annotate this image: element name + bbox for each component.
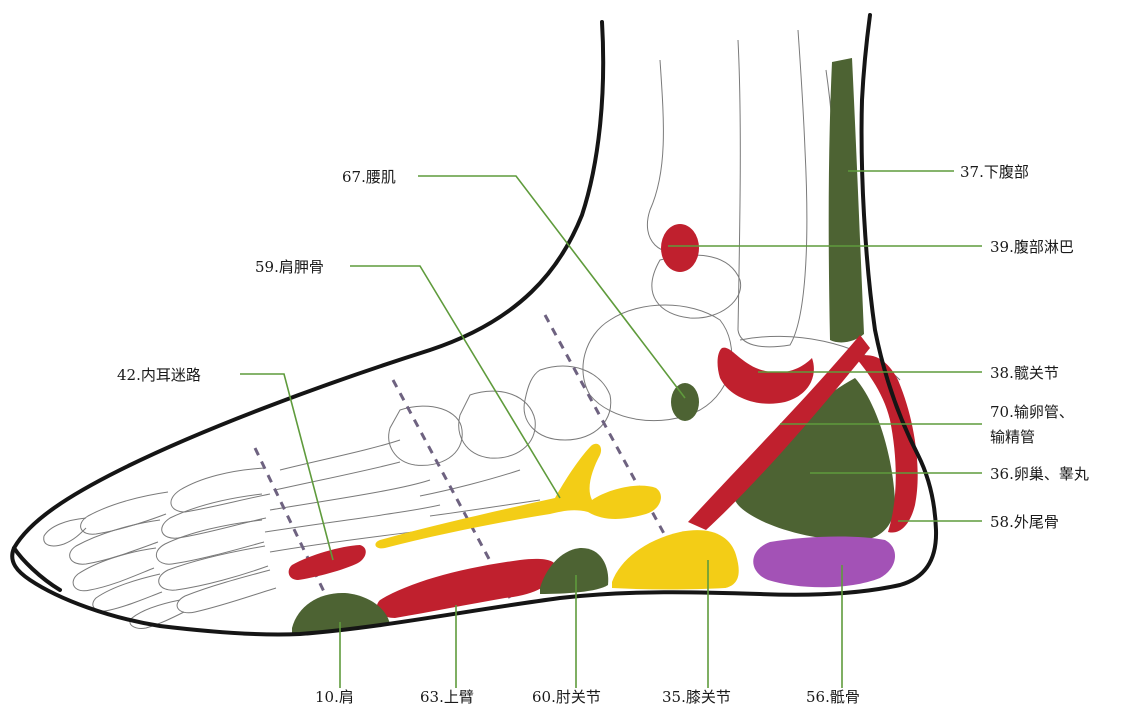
labels: 67.腰肌 59.肩胛骨 42.内耳迷路 37.下腹部 39.腹部淋巴 38.髋… [117,163,1089,706]
label-elbow-joint: 60.肘关节 [532,688,601,706]
bone-lines [43,29,901,629]
label-ovary-testis: 36.卵巢、睾丸 [990,465,1089,483]
zone-outer-coccyx [856,355,918,533]
label-lower-abdomen: 37.下腹部 [960,163,1029,181]
zone-fallopian-tube [688,335,870,530]
zone-inner-ear [288,545,366,580]
zone-upper-arm [376,558,557,618]
reflex-zones [288,58,918,634]
label-hip-joint: 38.髋关节 [990,364,1059,382]
label-upper-arm: 63.上臂 [420,688,474,706]
zone-sacrum [753,536,896,588]
label-scapula: 59.肩胛骨 [255,258,324,276]
label-shoulder: 10.肩 [315,688,354,706]
label-knee-joint: 35.膝关节 [662,688,731,706]
zone-abdominal-lymph [661,224,699,272]
zone-hip-joint [717,347,814,404]
foot-outline [10,13,939,637]
zone-ovary-testis [733,378,896,541]
label-psoas: 67.腰肌 [342,168,396,186]
label-inner-ear: 42.内耳迷路 [117,366,201,384]
zone-shoulder [292,592,390,634]
zone-psoas [671,383,699,421]
zone-lower-abdomen [828,58,864,343]
label-sacrum: 56.骶骨 [806,688,860,706]
label-abdominal-lymph: 39.腹部淋巴 [990,238,1074,256]
zone-scapula [375,443,661,549]
label-fallopian-tube: 70.输卵管、 [990,403,1074,421]
zone-elbow-joint [540,547,609,594]
zone-knee-joint [612,530,739,590]
leader-lines [240,170,982,688]
label-outer-coccyx: 58.外尾骨 [990,513,1059,531]
label-vas-deferens: 输精管 [990,428,1035,446]
